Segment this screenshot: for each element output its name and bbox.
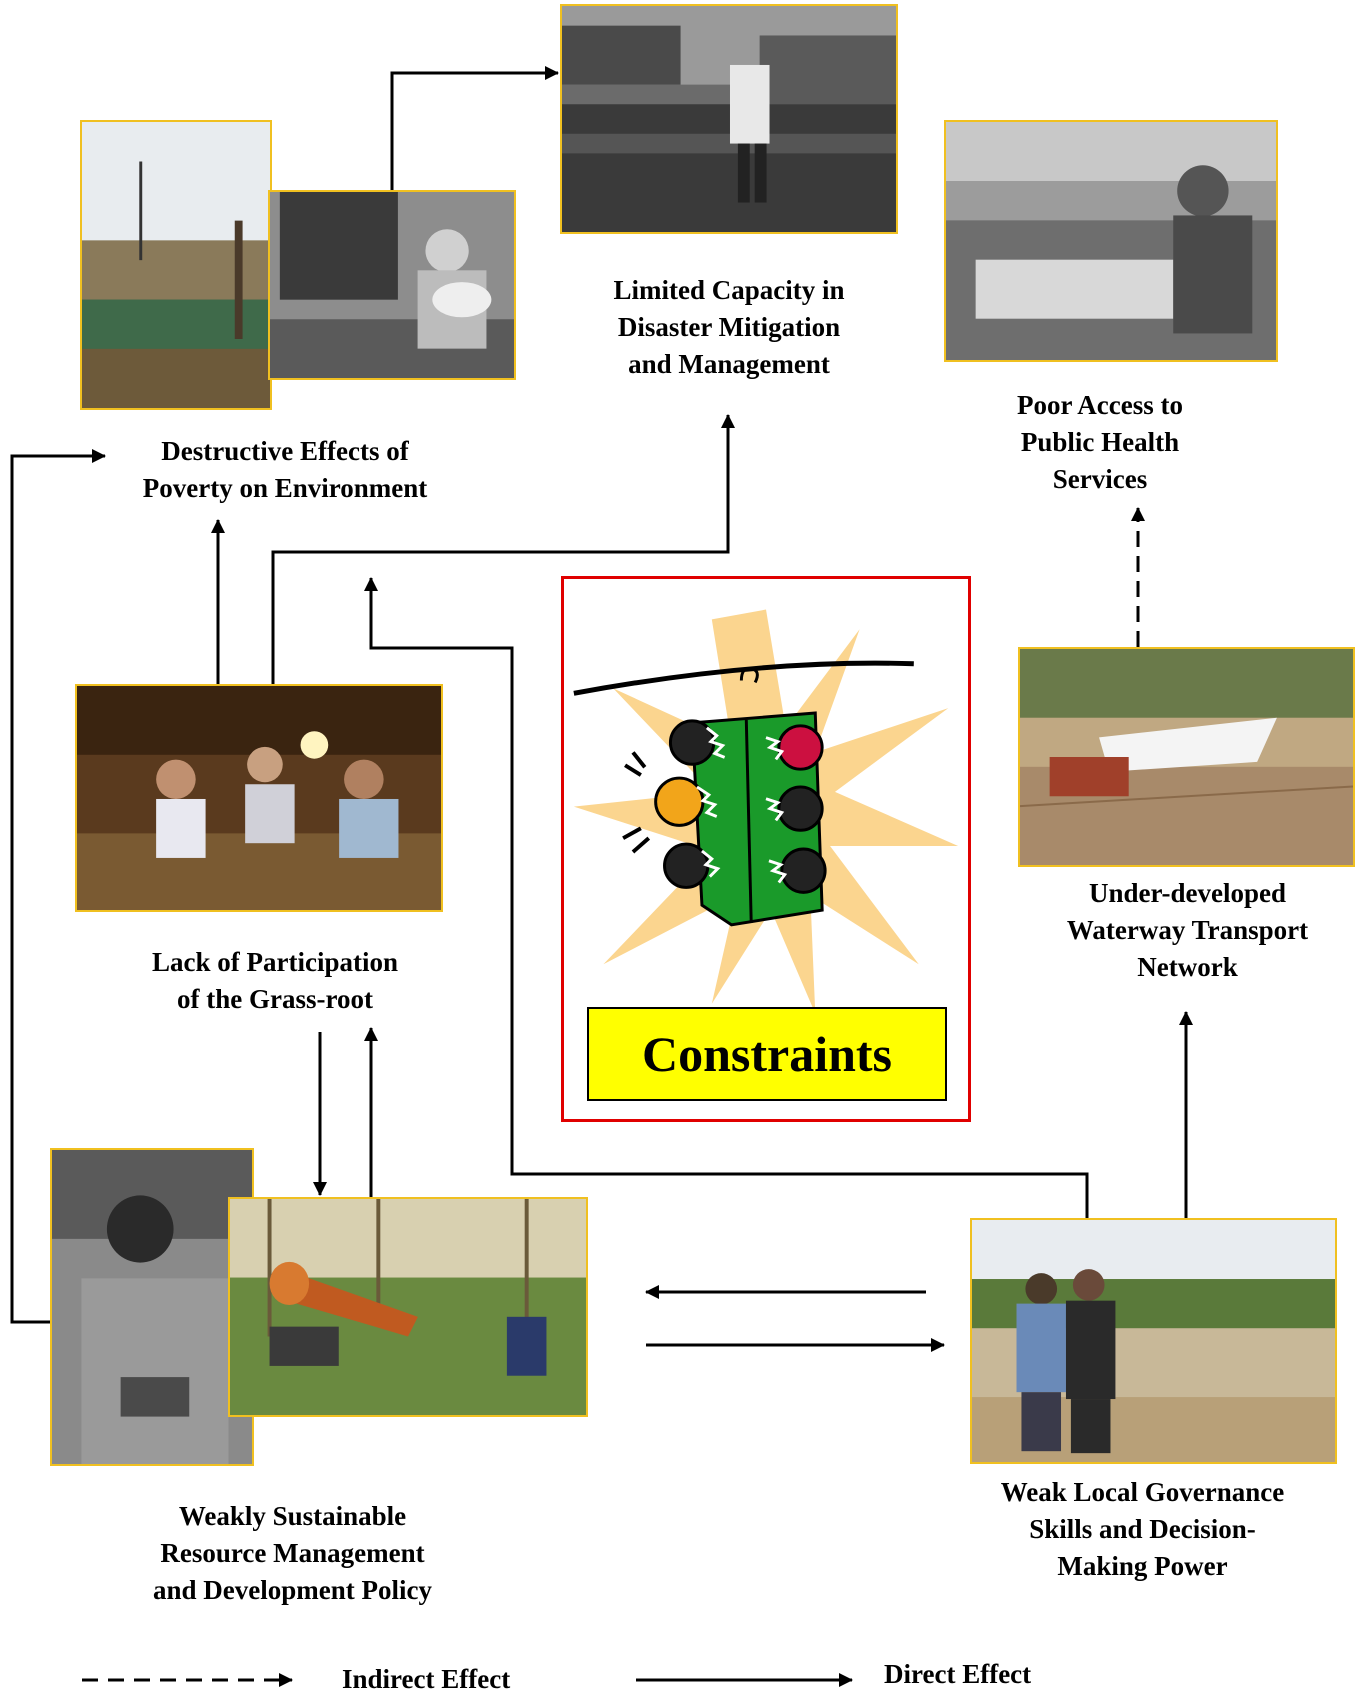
arrow-participation-to-disaster [271,414,735,684]
soldiers-photo [268,190,516,380]
label-lack-participation: Lack of Participation of the Grass-root [152,947,398,1014]
label-limited-capacity: Limited Capacity in Disaster Mitigation … [613,275,845,379]
constraints-panel: Constraints [561,576,971,1122]
arrow-policy-to-destructive [10,449,106,1324]
label-weak-governance: Weak Local Governance Skills and Decisio… [1000,1477,1285,1581]
soldier-portrait-photo [50,1148,254,1466]
traffic-light-icon [573,609,959,1014]
label-waterway: Under-developed Waterway Transport Netwo… [1066,878,1309,982]
villagers-photo [970,1218,1337,1464]
hospital-photo [944,120,1278,362]
flood-photo [560,4,898,234]
meeting-photo [75,684,443,912]
legend-indirect-label: Indirect Effect [342,1664,511,1694]
legend-direct-label: Direct Effect [884,1659,1032,1689]
arrow-governance-to-participation [364,577,1089,1218]
arrow-poverty-to-disaster [390,66,559,190]
logging-photo [228,1197,588,1417]
burnt-forest-photo [80,120,272,410]
label-poor-access: Poor Access to Public Health Services [1017,390,1183,494]
constraints-title: Constraints [641,1026,893,1082]
label-destructive-effects: Destructive Effects of Poverty on Enviro… [142,436,428,503]
label-weakly-sustainable: Weakly Sustainable Resource Management a… [153,1501,432,1605]
waterway-photo [1018,647,1355,867]
constraints-label-box: Constraints [587,1007,947,1101]
